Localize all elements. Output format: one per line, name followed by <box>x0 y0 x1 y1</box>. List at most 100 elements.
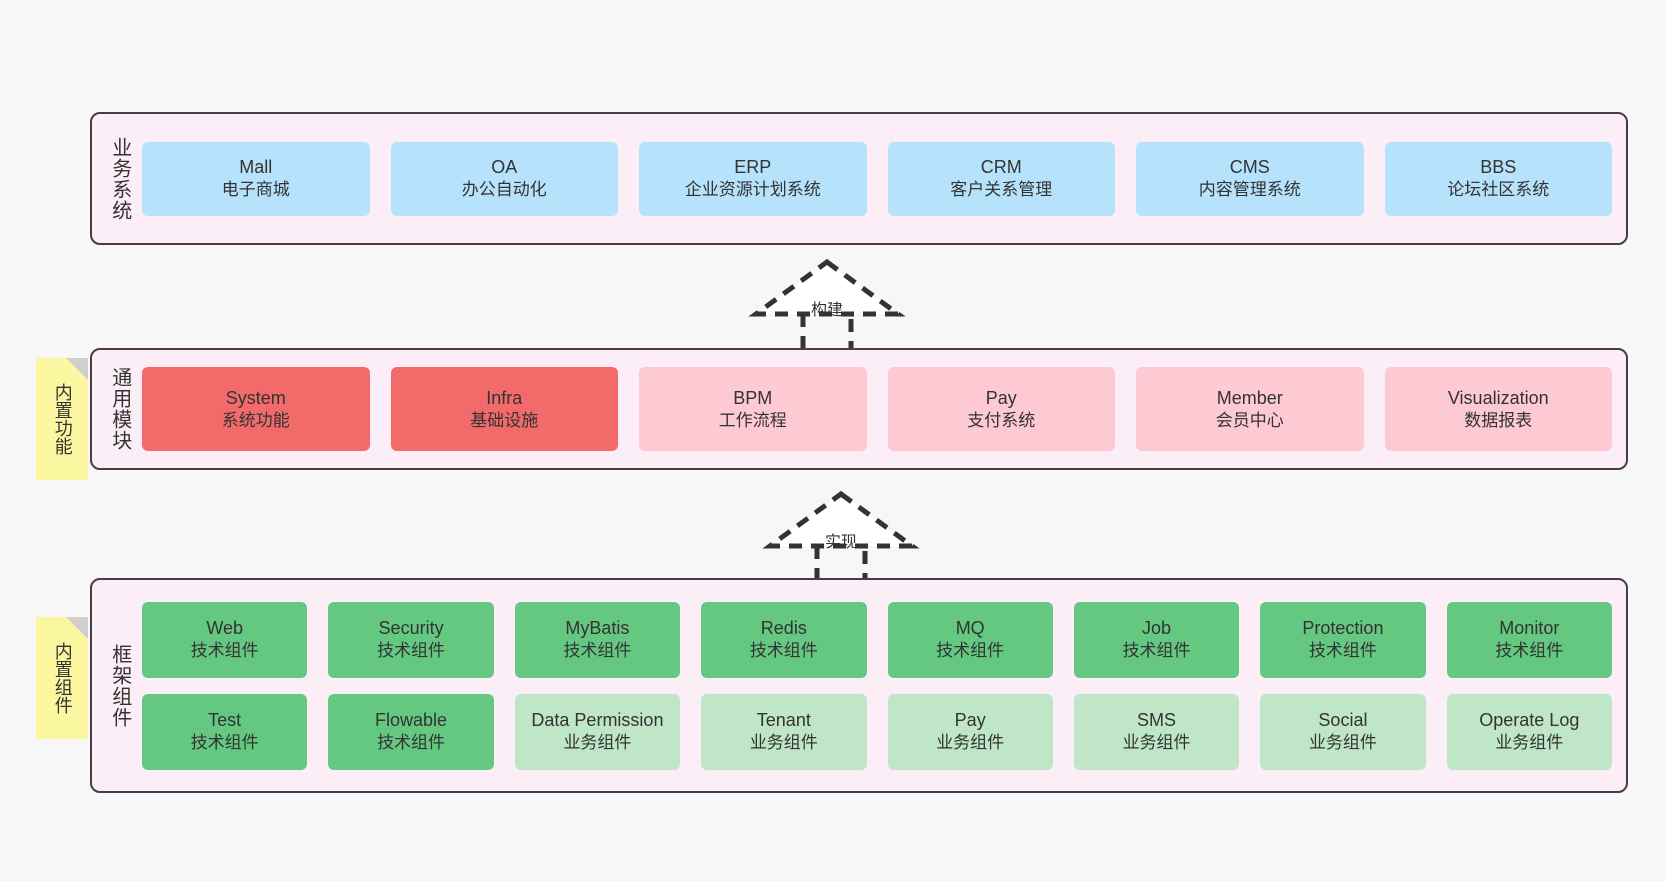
card-subtitle-cn: 数据报表 <box>1464 410 1533 430</box>
builtin-function-note-text: 内置功能 <box>52 383 73 455</box>
framework-components-caption: 框架组件 <box>108 643 131 728</box>
card-subtitle-cn: 企业资源计划系统 <box>684 180 821 200</box>
card-subtitle-cn: 技术组件 <box>1122 641 1191 661</box>
card-subtitle-cn: 系统功能 <box>221 410 290 430</box>
card-title-en: SMS <box>1137 710 1177 731</box>
implement-arrow: 实现 <box>762 490 920 589</box>
card-subtitle-cn: 内容管理系统 <box>1198 180 1301 200</box>
business-systems-caption: 业务系统 <box>108 136 131 221</box>
card-subtitle-cn: 技术组件 <box>749 641 818 661</box>
card-subtitle-cn: 技术组件 <box>563 641 632 661</box>
card-title-en: BBS <box>1480 157 1517 178</box>
card-subtitle-cn: 技术组件 <box>377 733 446 753</box>
card-title-en: CRM <box>980 157 1022 178</box>
card-subtitle-cn: 技术组件 <box>377 641 446 661</box>
card-title-en: OA <box>491 157 518 178</box>
card-title-en: Operate Log <box>1479 710 1580 731</box>
card-subtitle-cn: 业务组件 <box>1308 733 1377 753</box>
card-title-en: Member <box>1216 387 1283 408</box>
card-title-en: Data Permission <box>531 710 664 731</box>
card-subtitle-cn: 技术组件 <box>190 641 259 661</box>
card-title-en: Protection <box>1302 618 1384 639</box>
card-title-en: ERP <box>734 157 772 178</box>
card-title-en: Infra <box>486 387 523 408</box>
card-subtitle-cn: 办公自动化 <box>461 180 547 200</box>
card-title-en: BPM <box>733 387 773 408</box>
builtin-function-note: 内置功能 <box>36 358 88 480</box>
build-arrow-glyph <box>748 258 906 357</box>
card-title-en: Monitor <box>1499 618 1560 639</box>
card-title-en: Redis <box>760 618 807 639</box>
card-subtitle-cn: 技术组件 <box>190 733 259 753</box>
builtin-component-note: 内置组件 <box>36 617 88 739</box>
card-title-en: MQ <box>955 618 985 639</box>
card-title-en: Visualization <box>1447 387 1549 408</box>
builtin-component-note-text: 内置组件 <box>52 642 73 714</box>
card-subtitle-cn: 业务组件 <box>1122 733 1191 753</box>
card-subtitle-cn: 论坛社区系统 <box>1447 180 1550 200</box>
note-fold-corner-icon <box>66 358 88 380</box>
note-fold-corner-icon <box>66 617 88 639</box>
card-subtitle-cn: 支付系统 <box>967 410 1036 430</box>
card-subtitle-cn: 技术组件 <box>936 641 1005 661</box>
build-arrow-label: 构建 <box>810 302 844 319</box>
card-title-en: Security <box>378 618 444 639</box>
card-title-en: Test <box>208 710 242 731</box>
card-subtitle-cn: 客户关系管理 <box>950 180 1053 200</box>
card-title-en: Tenant <box>756 710 811 731</box>
card-subtitle-cn: 业务组件 <box>563 733 632 753</box>
card-title-en: Pay <box>954 710 986 731</box>
card-title-en: CMS <box>1229 157 1270 178</box>
implement-arrow-glyph <box>762 490 920 589</box>
card-subtitle-cn: 电子商城 <box>221 180 290 200</box>
card-title-en: Flowable <box>375 710 448 731</box>
card-subtitle-cn: 业务组件 <box>936 733 1005 753</box>
card-title-en: Job <box>1142 618 1172 639</box>
card-title-en: MyBatis <box>565 618 630 639</box>
card-title-en: Pay <box>985 387 1017 408</box>
implement-arrow-label: 实现 <box>824 534 858 551</box>
card-subtitle-cn: 工作流程 <box>718 410 787 430</box>
card-title-en: Mall <box>239 157 273 178</box>
card-subtitle-cn: 业务组件 <box>749 733 818 753</box>
card-subtitle-cn: 技术组件 <box>1495 641 1564 661</box>
